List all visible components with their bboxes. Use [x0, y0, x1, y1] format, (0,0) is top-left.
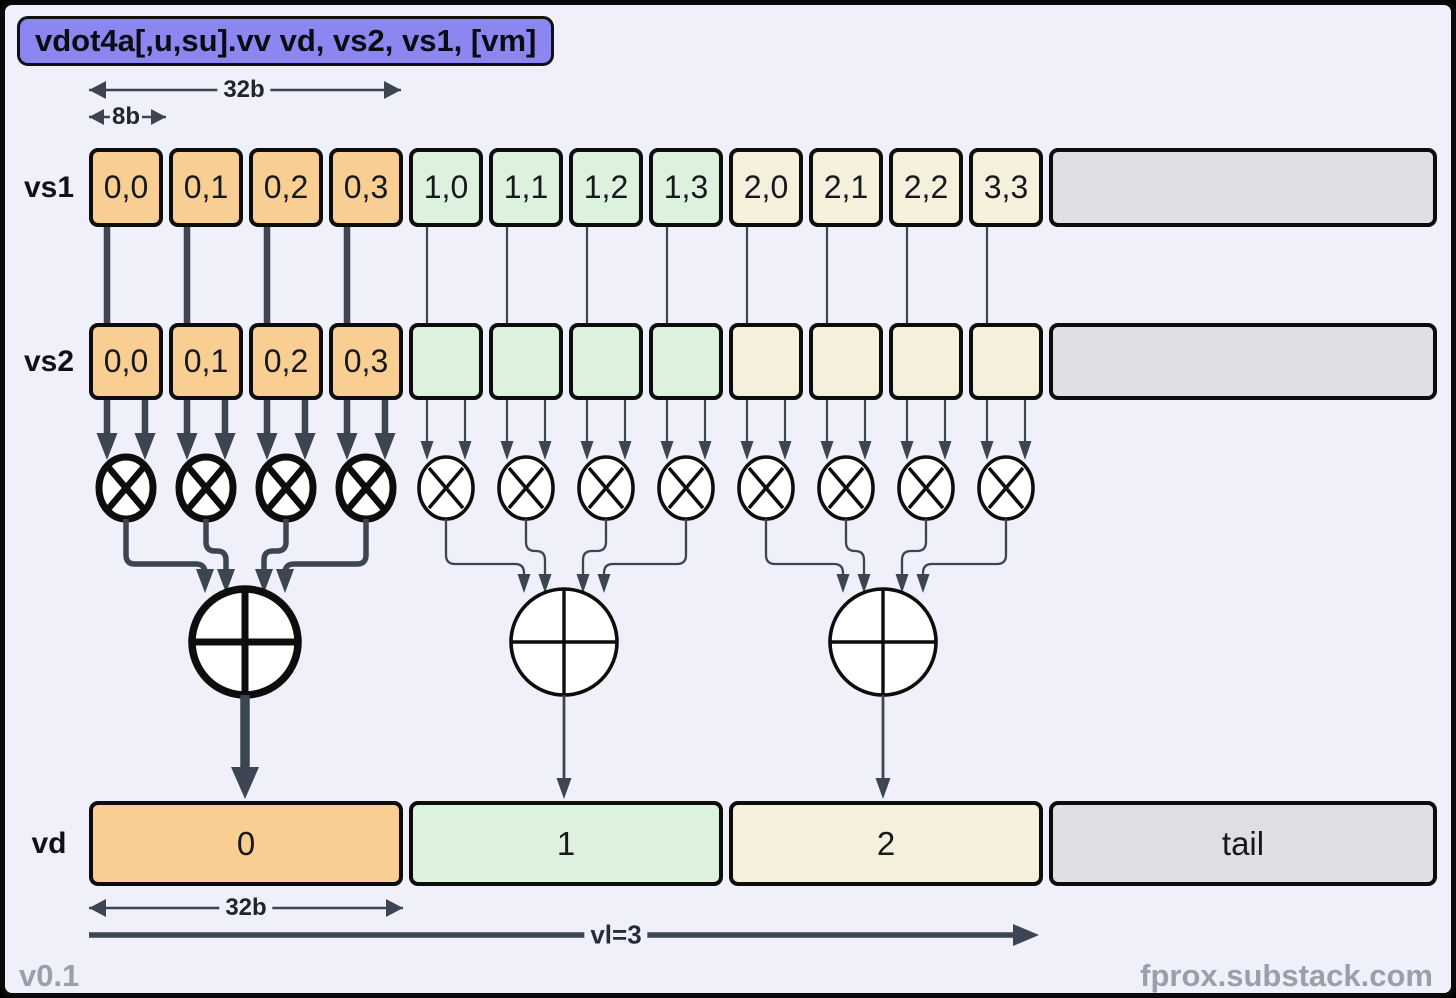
arrowhead-icon	[778, 441, 792, 460]
multiply-cross	[747, 466, 785, 510]
arrowhead-icon	[875, 778, 891, 799]
multiply-cross	[266, 465, 306, 511]
arrowhead-icon	[836, 574, 850, 593]
arrowhead-icon	[89, 81, 106, 99]
arrowhead-icon	[576, 574, 590, 593]
mult-to-add-connector	[602, 519, 688, 574]
multiply-cross	[827, 466, 865, 510]
arrowhead-icon	[895, 574, 909, 593]
arrowhead-icon	[255, 569, 273, 593]
arrowhead-icon	[1013, 924, 1039, 946]
arrowhead-icon	[857, 574, 871, 593]
arrowhead-icon	[384, 81, 401, 99]
mult-to-add-connector	[921, 519, 1008, 574]
multiply-cross	[987, 466, 1025, 510]
arrowhead-icon	[916, 574, 930, 593]
arrowhead-icon	[900, 441, 914, 460]
arrowhead-icon	[458, 441, 472, 460]
arrowhead-icon	[820, 441, 834, 460]
mult-to-add-connector	[581, 519, 608, 574]
arrowhead-icon	[660, 441, 674, 460]
arrowhead-icon	[538, 441, 552, 460]
arrowhead-icon	[96, 433, 118, 460]
arrowhead-icon	[938, 441, 952, 460]
multiply-cross	[907, 466, 945, 510]
mult-to-add-connector	[203, 519, 229, 569]
arrowhead-icon	[538, 574, 552, 593]
arrowhead-icon	[556, 778, 572, 799]
arrowhead-icon	[386, 899, 403, 917]
arrowhead-icon	[500, 441, 514, 460]
mult-to-add-connector	[123, 519, 208, 574]
arrowhead-icon	[740, 441, 754, 460]
mult-to-add-connector	[900, 519, 928, 574]
arrowhead-icon	[1018, 441, 1032, 460]
multiply-cross	[106, 465, 146, 511]
arrowhead-icon	[980, 441, 994, 460]
multiply-cross	[587, 466, 625, 510]
mult-to-add-connector	[844, 519, 866, 574]
arrowhead-icon	[580, 441, 594, 460]
arrowhead-icon	[698, 441, 712, 460]
arrowhead-icon	[858, 441, 872, 460]
mult-to-add-connector	[764, 519, 845, 574]
multiply-cross	[186, 465, 226, 511]
arrowhead-icon	[214, 433, 236, 460]
arrowhead-icon	[196, 569, 214, 593]
arrowhead-icon	[217, 569, 235, 593]
arrowhead-icon	[276, 569, 294, 593]
arrowhead-icon	[151, 109, 166, 125]
multiply-cross	[346, 465, 386, 511]
mult-to-add-connector	[282, 519, 369, 574]
arrowhead-icon	[134, 433, 156, 460]
mult-to-add-connector	[444, 519, 526, 574]
arrowhead-icon	[176, 433, 198, 460]
arrowhead-icon	[517, 574, 531, 593]
arrowhead-icon	[256, 433, 278, 460]
arrowhead-icon	[89, 109, 104, 125]
arrowhead-icon	[597, 574, 611, 593]
multiply-cross	[667, 466, 705, 510]
multiply-cross	[507, 466, 545, 510]
arrowhead-icon	[231, 767, 259, 799]
mult-to-add-connector	[524, 519, 547, 574]
arrowhead-icon	[420, 441, 434, 460]
arrowhead-icon	[89, 899, 106, 917]
arrowhead-icon	[374, 433, 396, 460]
arrowhead-icon	[618, 441, 632, 460]
arrowhead-icon	[336, 433, 358, 460]
arrowhead-icon	[294, 433, 316, 460]
dataflow-diagram	[89, 81, 1039, 946]
multiply-cross	[427, 466, 465, 510]
mult-to-add-connector	[261, 519, 289, 569]
